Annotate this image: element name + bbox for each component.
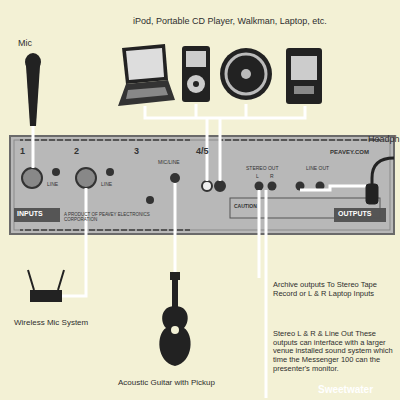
guitar-label: Acoustic Guitar with Pickup [118, 378, 215, 387]
acoustic-guitar [159, 272, 190, 366]
archive-note: Archive outputs To Stereo Tape Record or… [273, 281, 391, 298]
ipod [182, 46, 210, 102]
input-number: 1 [20, 146, 25, 156]
jack-label: LINE [47, 182, 58, 188]
device-caption: iPod, Portable CD Player, Walkman, Lapto… [133, 16, 327, 26]
watermark: Sweetwater [318, 384, 373, 396]
jack-label: MIC/LINE [158, 160, 180, 166]
brand-label: PEAVEY.COM [330, 149, 369, 156]
microphone [25, 53, 41, 126]
wireless-label: Wireless Mic System [14, 318, 88, 327]
jack-label: L [256, 174, 259, 180]
panel-heading: OUTPUTS [338, 210, 371, 218]
input-number: 4/5 [196, 146, 209, 156]
stereo-note: Stereo L & R & Line Out These outputs ca… [273, 330, 397, 373]
headphones-label: Headph [368, 134, 400, 144]
amp-rear-panel [10, 136, 394, 234]
input-number: 3 [134, 146, 139, 156]
jack-label: R [270, 174, 274, 180]
mic-label: Mic [18, 38, 32, 48]
fine-print: A PRODUCT OF PEAVEY ELECTRONICS CORPORAT… [64, 212, 174, 222]
headphones [366, 158, 394, 204]
laptop [118, 44, 175, 106]
wireless-receiver [28, 270, 64, 302]
warning-label: CAUTION [234, 204, 257, 210]
cd-player [220, 48, 272, 100]
input-number: 2 [74, 146, 79, 156]
xlr-jacks [22, 168, 180, 204]
jack-label: LINE [101, 182, 112, 188]
jack-label: LINE OUT [306, 166, 329, 172]
walkman [286, 48, 322, 104]
jack-label: STEREO OUT [246, 166, 279, 172]
panel-heading: INPUTS [17, 210, 43, 218]
